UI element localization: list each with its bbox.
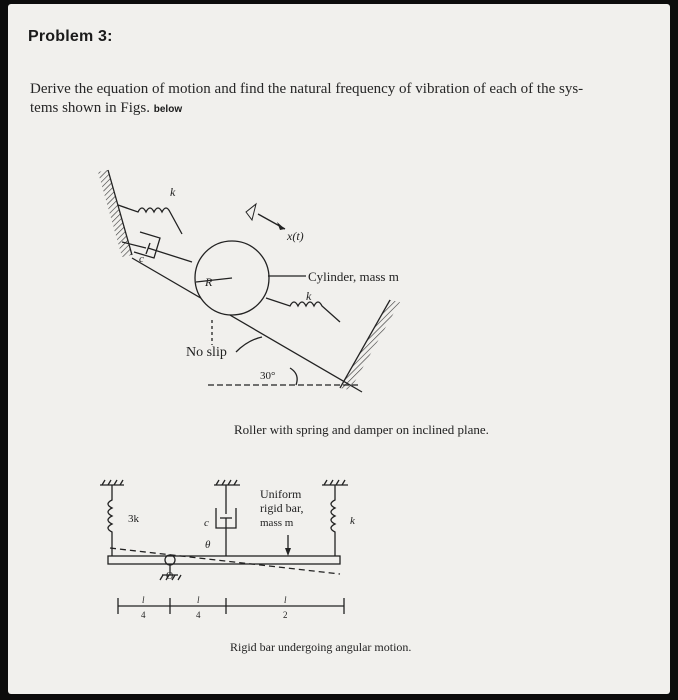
- fig1-x-label: x(t): [286, 229, 304, 243]
- fig2-rigid-bar: [107, 555, 341, 565]
- fig2-bar-label-3: mass m: [260, 517, 294, 529]
- fig2-drawing: [100, 479, 348, 614]
- fig1-k-bottom-label: k: [306, 289, 312, 303]
- fig2-dim-1-num: l: [142, 595, 145, 605]
- fig2-dim-3-num: l: [284, 595, 287, 605]
- fig1-incline: [131, 257, 363, 393]
- fig1-right-wall: [339, 299, 400, 390]
- fig2-caption: Rigid bar undergoing angular motion.: [230, 640, 412, 654]
- fig1-damper: [121, 231, 193, 263]
- fig1-cylinder-label: Cylinder, mass m: [308, 269, 399, 284]
- fig1-c-label: c: [139, 253, 144, 265]
- fig1-R-label: R: [204, 275, 213, 289]
- fig1-angle-arc: [289, 367, 298, 386]
- fig2-damper: [215, 485, 237, 560]
- problem-statement: Derive the equation of motion and find t…: [30, 80, 640, 119]
- fig2-c-label: c: [204, 517, 209, 529]
- fig2-dim-3-den: 2: [283, 610, 288, 620]
- fig1-bottom-spring: [265, 297, 341, 323]
- statement-line-2: tems shown in Figs.: [30, 100, 151, 116]
- fig1-k-top-label: k: [170, 185, 176, 199]
- fig2-k-label: k: [350, 515, 356, 527]
- fig2-pivot: [159, 554, 182, 581]
- fig1-angle-label: 30°: [260, 370, 275, 382]
- fig2-bar-label-1: Uniform: [260, 487, 302, 501]
- problem-sheet: [8, 4, 670, 694]
- fig1-left-wall: [98, 169, 133, 257]
- fig2-O-label: O: [166, 571, 173, 582]
- fig2-ceiling-left: [100, 479, 124, 486]
- fig2-bar-label-2: rigid bar,: [260, 501, 304, 515]
- fig2-dim-2-num: l: [197, 595, 200, 605]
- fig2-left-spring: [107, 485, 114, 560]
- fig1-radius-line: [195, 277, 233, 283]
- fig2-right-spring: [330, 485, 337, 560]
- problem-heading: Problem 3:: [28, 28, 113, 45]
- fig2-dim-2-den: 4: [196, 610, 201, 620]
- fig2-theta-label: θ: [205, 539, 211, 551]
- fig1-drawing: [98, 169, 400, 393]
- statement-line-1: Derive the equation of motion and find t…: [30, 81, 584, 97]
- fig2-ceiling-mid: [214, 479, 240, 486]
- fig2-dim-1-den: 4: [141, 610, 146, 620]
- fig1-top-spring: [117, 204, 183, 235]
- fig2-3k-label: 3k: [128, 513, 140, 525]
- fig2-rotated-bar: [109, 547, 341, 575]
- fig1-no-slip-label: No slip: [186, 345, 227, 360]
- fig2-dimension-line: [117, 598, 345, 614]
- fig2-ceiling-right: [322, 479, 348, 486]
- fig1-caption: Roller with spring and damper on incline…: [234, 422, 489, 437]
- statement-note: below: [153, 104, 183, 115]
- fig1-no-slip-pointer: [235, 336, 263, 353]
